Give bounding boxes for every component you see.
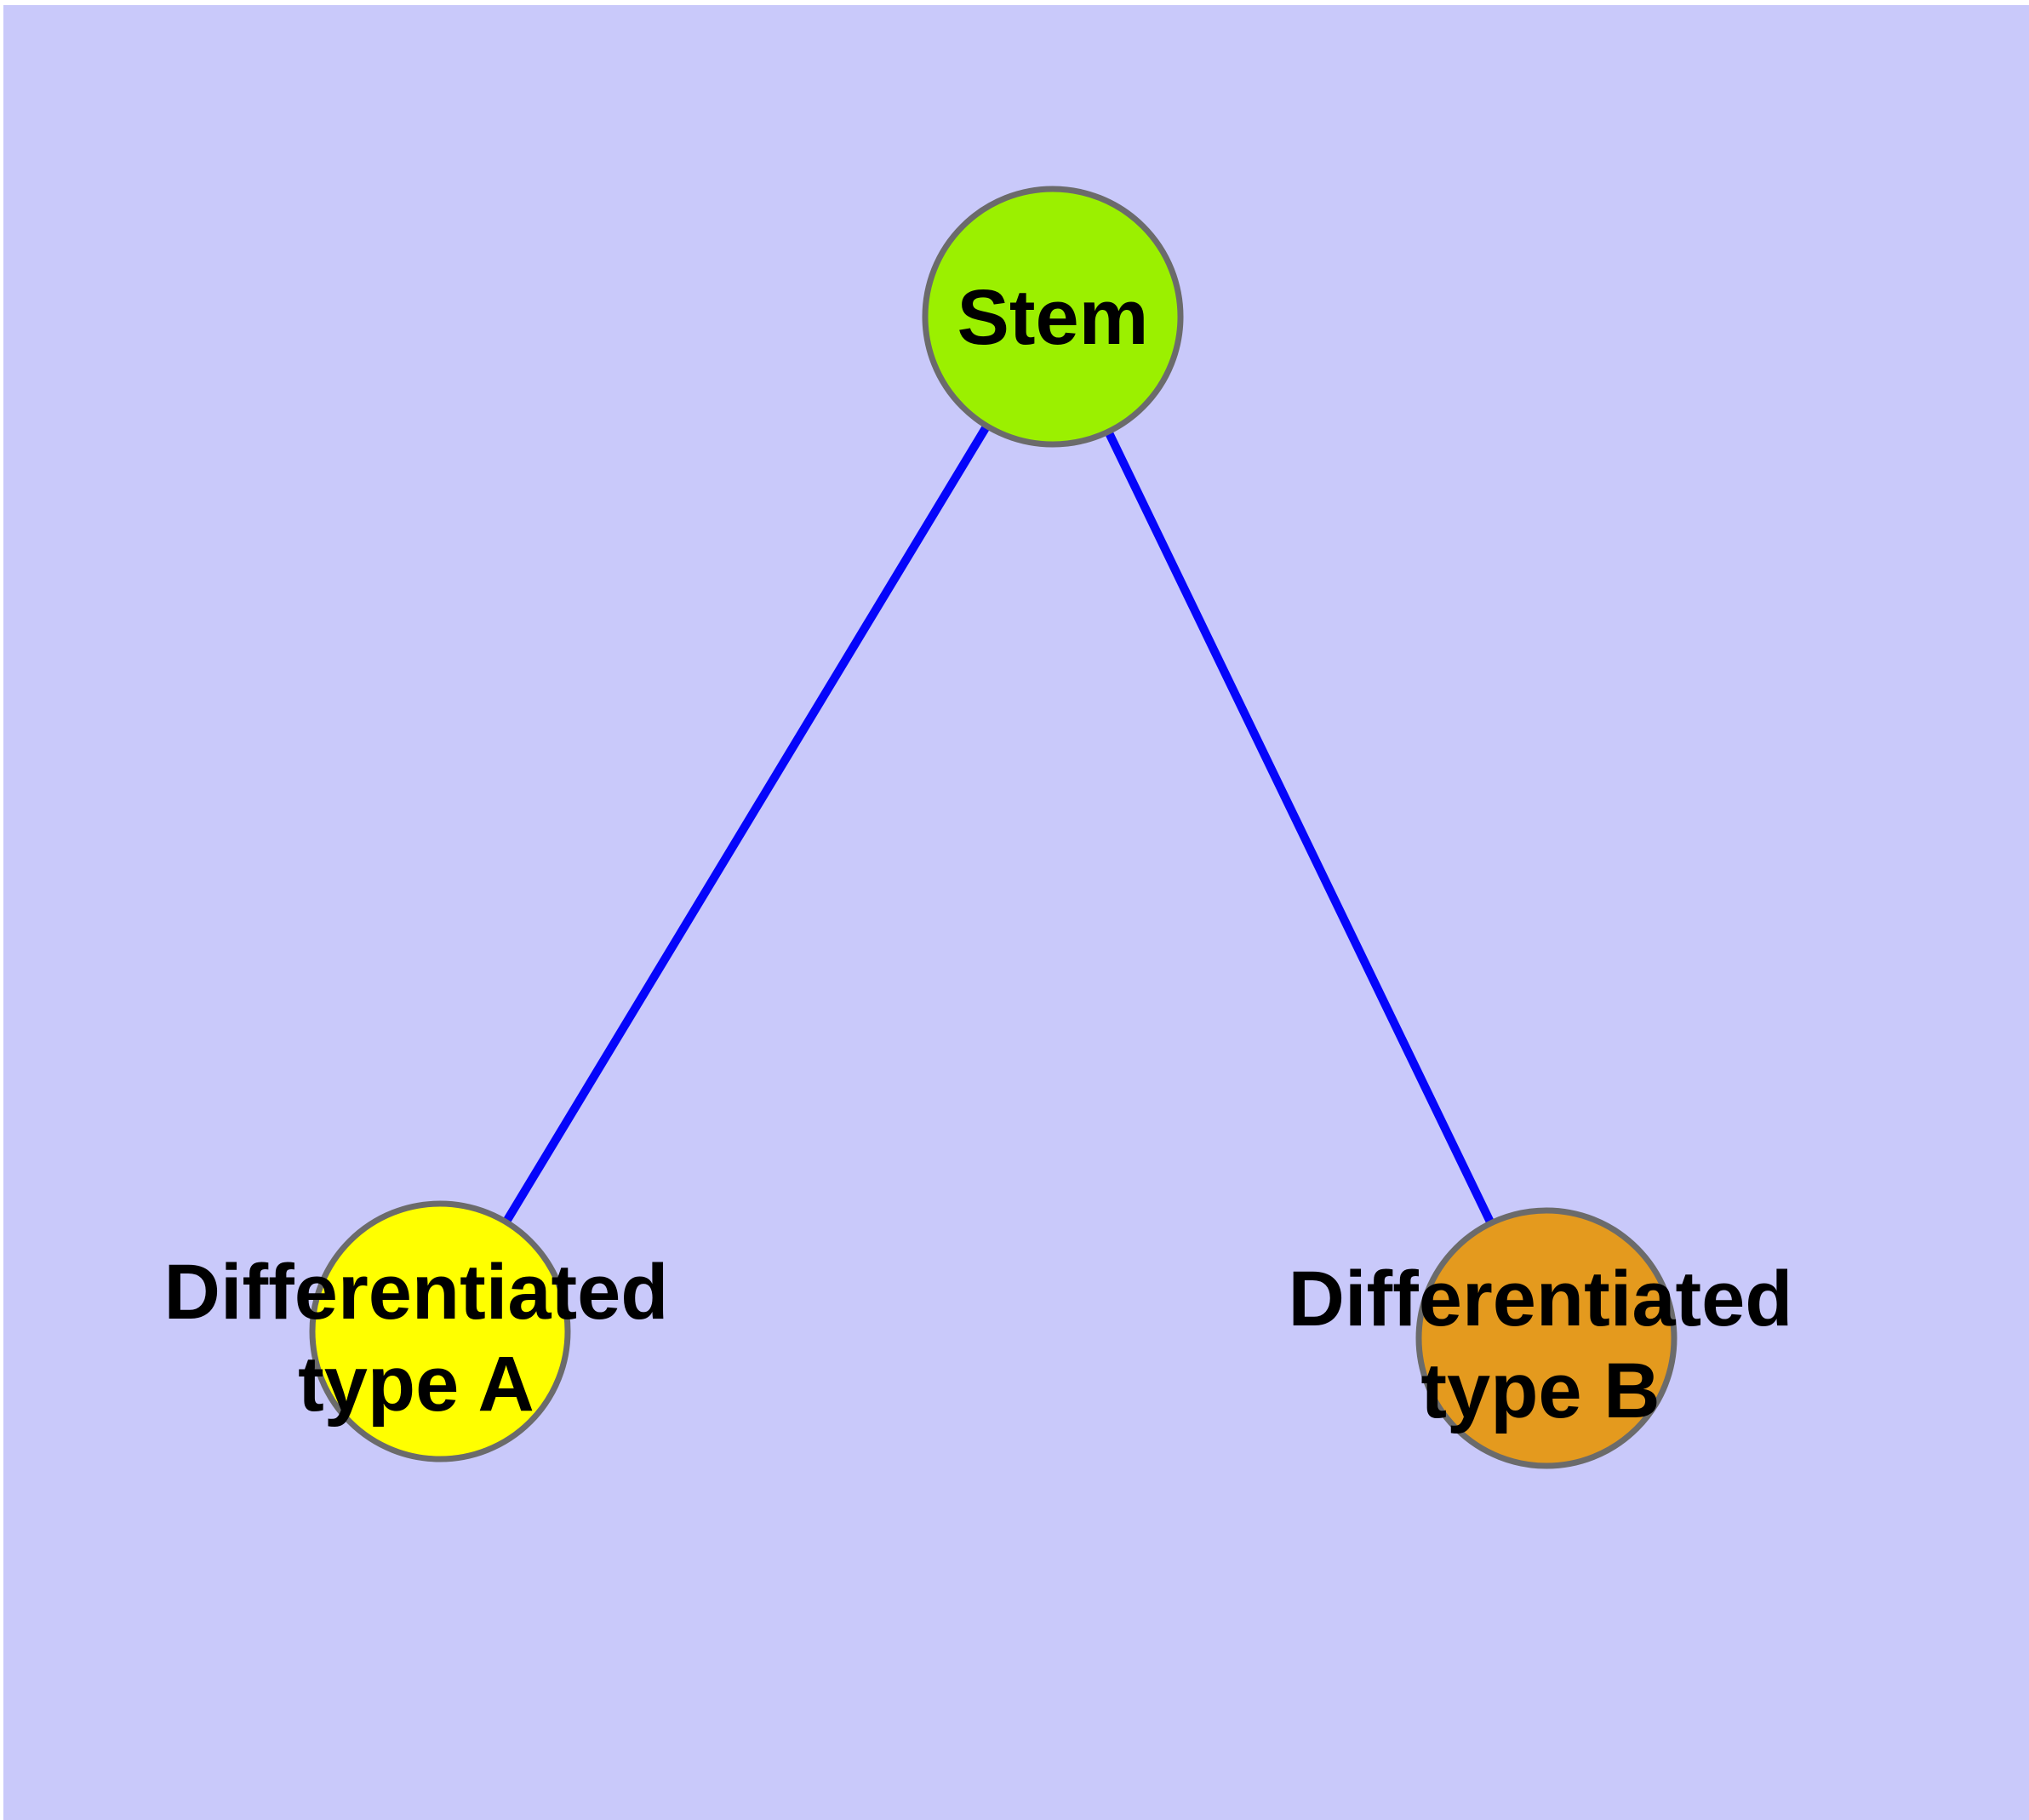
edge-stem-to-type-b xyxy=(1049,314,1551,1341)
node-label-type-a-line1: Differentiated xyxy=(164,1249,669,1336)
node-label-type-b-line1: Differentiated xyxy=(1289,1256,1793,1342)
node-differentiated-type-b xyxy=(1415,1207,1677,1469)
node-label-stem: Stem xyxy=(957,274,1149,361)
node-label-type-b-line2: type B xyxy=(1420,1348,1660,1434)
edge-stem-to-type-a xyxy=(436,314,1057,1334)
node-stem xyxy=(922,186,1184,448)
node-differentiated-type-a xyxy=(309,1200,571,1462)
node-label-type-a-line2: type A xyxy=(298,1341,534,1428)
